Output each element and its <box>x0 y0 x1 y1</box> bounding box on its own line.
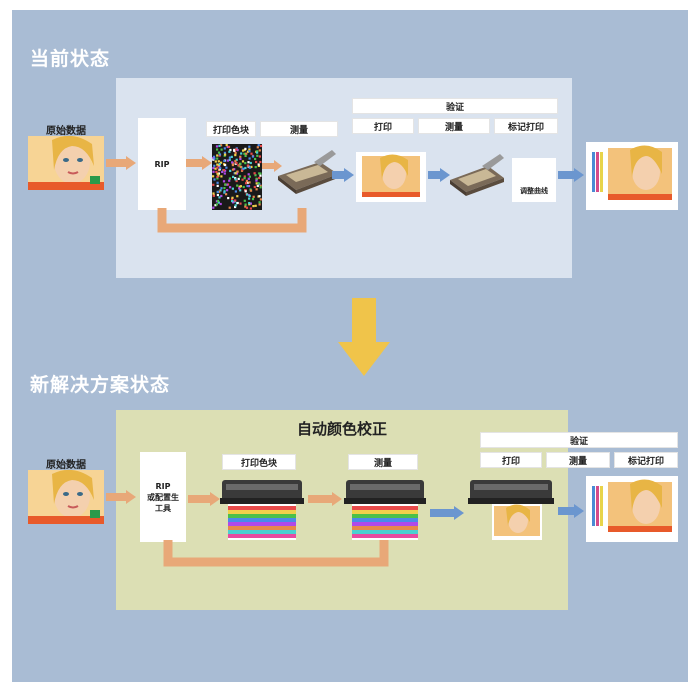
new-arrow-to-output <box>558 504 584 518</box>
current-output-proof <box>586 142 678 210</box>
new-verify-measure: 测量 <box>546 452 610 468</box>
current-verify-tag: 标记打印 <box>494 118 558 134</box>
diagram-canvas: 当前状态 原始数据 RIP 打印色块 测量 <box>12 10 688 682</box>
current-measuring-device <box>278 150 338 194</box>
new-source-photo <box>28 469 104 524</box>
current-arrow-to-verify <box>332 168 354 182</box>
current-verify-print: 打印 <box>352 118 414 134</box>
new-rip-line2: 或配置生 <box>147 492 179 502</box>
new-feedback-loop <box>163 540 389 567</box>
current-rip-label: RIP <box>154 159 170 169</box>
new-output-proof <box>586 476 678 542</box>
new-arrow-to-verify-printer <box>430 506 464 520</box>
new-printer-patches-output <box>228 504 296 540</box>
current-state-title: 当前状态 <box>30 48 111 70</box>
current-adjust-curve-label: 调整曲线 <box>520 186 548 195</box>
new-state-heading: 自动颜色校正 <box>296 420 387 438</box>
current-verify-measure: 测量 <box>418 118 490 134</box>
new-arrow-rip-to-printer <box>188 492 220 506</box>
current-adjust-curve-box: 调整曲线 <box>512 158 556 202</box>
current-verify-print-photo <box>356 152 426 202</box>
current-verify-header: 验证 <box>352 98 558 114</box>
current-arrow-source-to-rip <box>106 156 136 170</box>
new-rip-box: RIP 或配置生 工具 <box>140 452 186 542</box>
transition-down-arrow <box>338 298 390 376</box>
new-verify-print: 打印 <box>480 452 542 468</box>
new-printer-measure <box>344 480 426 540</box>
current-color-patch-sheet <box>212 144 263 210</box>
new-source-label: 原始数据 <box>46 460 86 471</box>
current-source-photo <box>28 135 104 190</box>
new-state-title: 新解决方案状态 <box>30 374 171 396</box>
new-arrow-source-to-rip <box>106 490 136 504</box>
new-verify-header: 验证 <box>480 432 678 448</box>
current-second-measuring-device <box>450 154 504 196</box>
current-source-label: 原始数据 <box>46 126 86 137</box>
new-rip-line1: RIP <box>155 481 171 491</box>
new-printer-patches <box>220 480 304 540</box>
current-rip-box: RIP <box>138 118 186 210</box>
new-print-patches-label: 打印色块 <box>222 454 296 470</box>
new-rip-line3: 工具 <box>155 503 171 513</box>
new-measure-label: 测量 <box>348 454 418 470</box>
current-measure-label: 测量 <box>260 121 338 137</box>
new-arrow-printer-to-measure <box>308 492 342 506</box>
current-arrow-to-second-measure <box>428 168 450 182</box>
current-print-patches-label: 打印色块 <box>206 121 256 137</box>
current-arrow-patches-to-measure <box>262 160 282 172</box>
current-feedback-loop <box>157 208 307 233</box>
new-verify-tag: 标记打印 <box>614 452 678 468</box>
current-arrow-to-output <box>558 168 584 182</box>
current-arrow-rip-to-patches <box>186 156 212 170</box>
new-verify-printer <box>468 480 554 540</box>
